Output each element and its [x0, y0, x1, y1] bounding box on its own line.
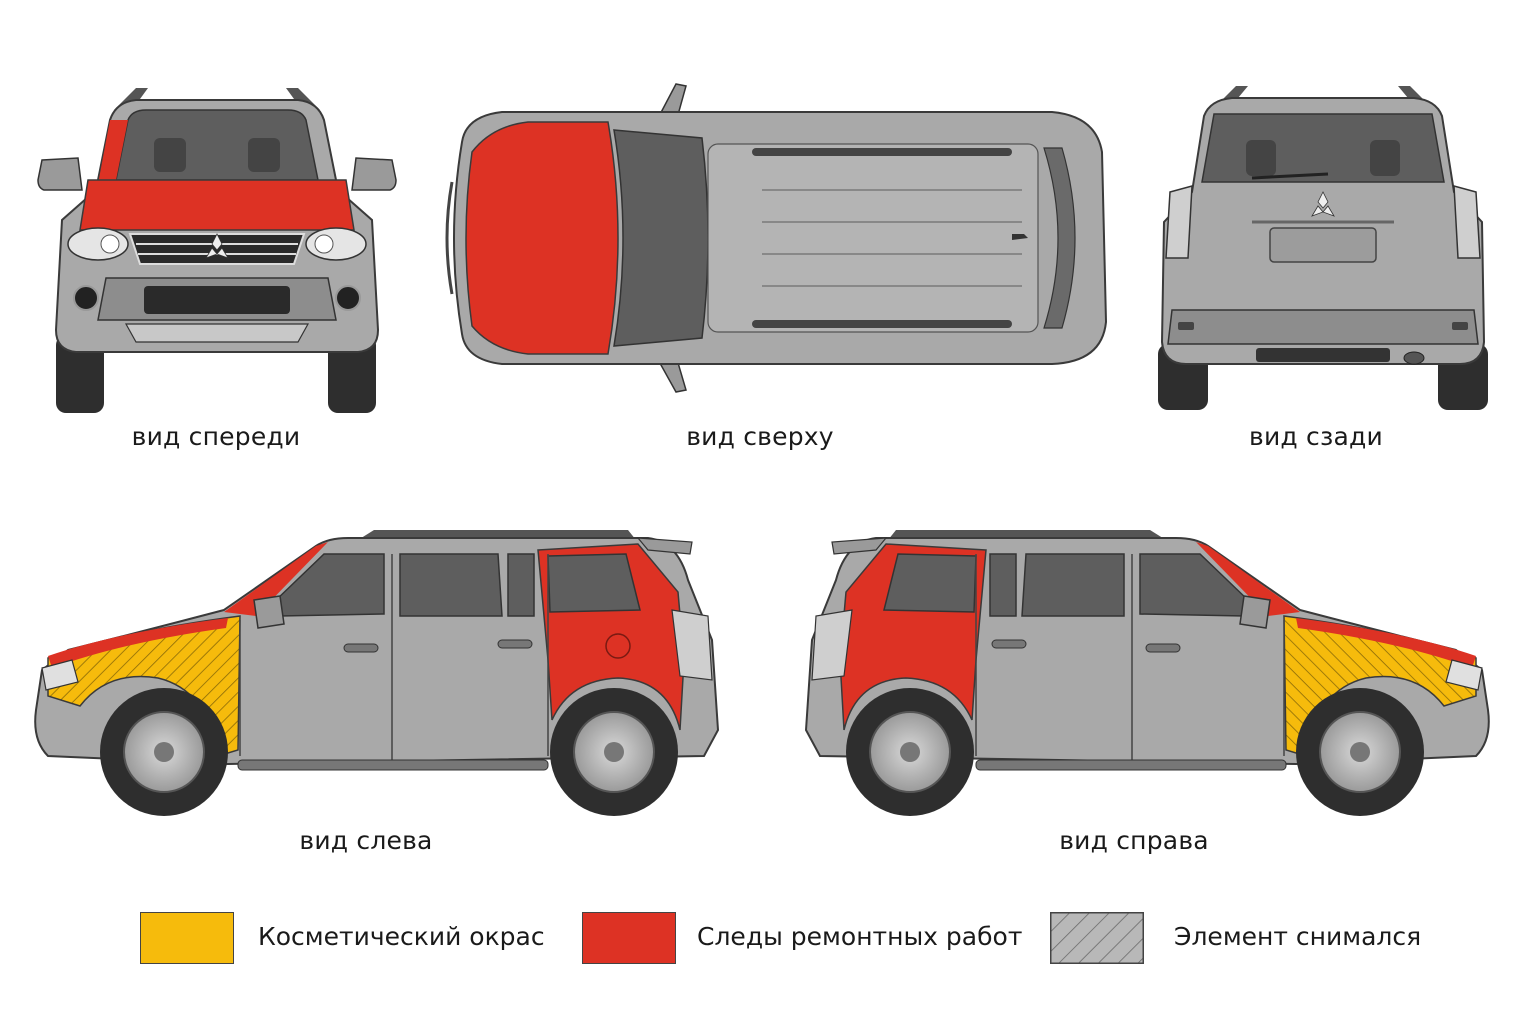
legend: Косметический окрас Следы ремонтных рабо… [0, 908, 1536, 972]
rear-right-taillight [1453, 185, 1481, 259]
top-view-drawing [445, 83, 1108, 393]
rear-view-caption: вид сзади [1249, 422, 1383, 451]
legend-label-removed: Элемент снимался [1174, 922, 1422, 951]
front-windshield [115, 109, 319, 181]
left-view [28, 520, 728, 832]
front-logo [205, 233, 229, 259]
legend-label-repair: Следы ремонтных работ [697, 922, 1023, 951]
front-right-foglight [335, 285, 361, 311]
front-hood-repair [79, 179, 355, 231]
left-rear-window [399, 553, 503, 617]
right-view [796, 520, 1496, 832]
top-hood-repair [465, 121, 619, 355]
legend-swatch-cosmetic [140, 912, 234, 964]
front-left-tire [56, 335, 104, 413]
left-front-wheel [100, 688, 228, 816]
right-rear-window [1021, 553, 1125, 617]
legend-label-cosmetic: Косметический окрас [258, 922, 545, 951]
front-right-tire [328, 335, 376, 413]
top-view [432, 82, 1112, 394]
right-mirror [1239, 595, 1271, 629]
front-left-mirror [37, 157, 83, 191]
left-mirror [253, 595, 285, 629]
right-view-caption: вид справа [1059, 826, 1209, 855]
left-view-caption: вид слева [299, 826, 433, 855]
right-a-pillar-repair [1196, 542, 1300, 616]
left-rear-wheel [550, 688, 678, 816]
rear-window [1201, 113, 1445, 183]
legend-swatch-repair [582, 912, 676, 964]
front-view-caption: вид спереди [131, 422, 301, 451]
front-view [36, 80, 398, 415]
front-view-drawing [37, 88, 397, 413]
rear-plate-area [1269, 227, 1377, 263]
rear-view [1152, 82, 1494, 414]
left-hood-repair [48, 618, 228, 668]
top-roof [707, 143, 1039, 333]
top-view-caption: вид сверху [686, 422, 834, 451]
rear-view-drawing [1158, 86, 1488, 410]
top-windshield [613, 129, 709, 347]
rear-left-taillight [1165, 185, 1193, 259]
front-right-mirror [351, 157, 397, 191]
right-front-wheel [1296, 688, 1424, 816]
right-hood-repair [1296, 618, 1476, 668]
right-view-drawing [804, 530, 1490, 816]
left-view-drawing [34, 530, 720, 816]
front-left-foglight [73, 285, 99, 311]
left-a-pillar-repair [224, 542, 328, 616]
rear-logo [1311, 191, 1335, 217]
right-rear-wheel [846, 688, 974, 816]
front-a-pillar-repair [98, 120, 128, 184]
legend-swatch-removed [1050, 912, 1144, 964]
